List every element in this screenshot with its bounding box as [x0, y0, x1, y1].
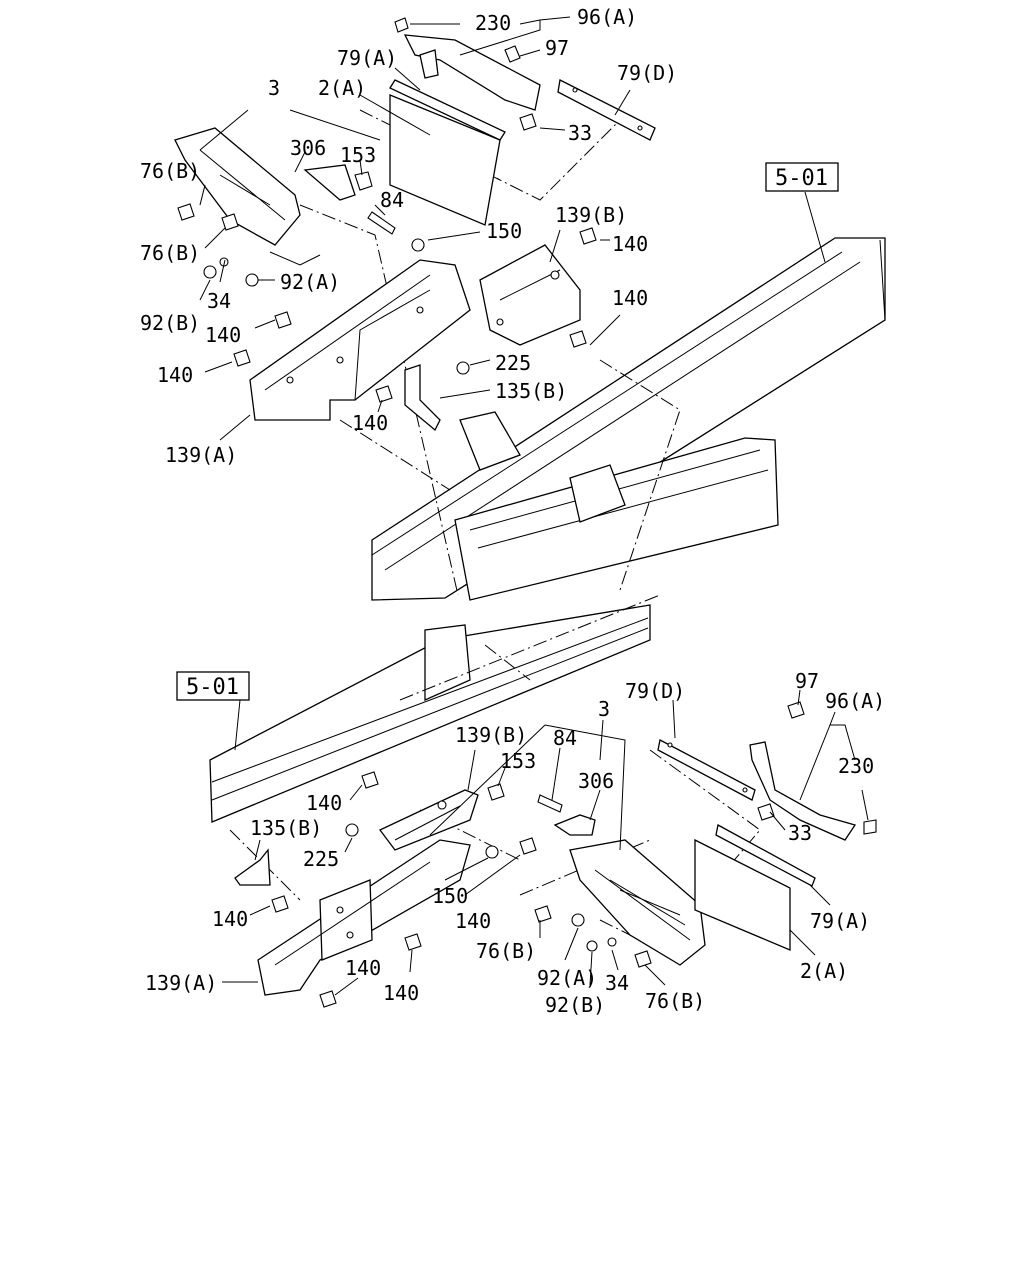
bracket-139a-upper — [249, 259, 471, 421]
bracket-3-upper — [174, 127, 301, 246]
stay-79d-lower — [657, 739, 756, 801]
label-97: 97 — [545, 36, 569, 60]
label-135b: 135(B) — [495, 379, 567, 403]
label-225: 225 — [303, 847, 339, 871]
label-92a: 92(A) — [280, 270, 340, 294]
label-140: 140 — [212, 907, 248, 931]
reference-box-upper: 5-01 — [765, 162, 839, 192]
label-150: 150 — [486, 219, 522, 243]
leaders-upper — [199, 16, 826, 441]
reference-label-lower: 5-01 — [186, 675, 239, 700]
label-140: 140 — [612, 232, 648, 256]
label-140: 140 — [383, 981, 419, 1005]
label-140: 140 — [306, 791, 342, 815]
label-79a: 79(A) — [337, 46, 397, 70]
label-92a: 92(A) — [537, 966, 597, 990]
bracket-135b-upper — [404, 364, 441, 432]
label-33: 33 — [788, 821, 812, 845]
label-153: 153 — [500, 749, 536, 773]
bracket-139a-lower — [257, 839, 471, 996]
label-76b: 76(B) — [476, 939, 536, 963]
label-140: 140 — [455, 909, 491, 933]
labels: 230 96(A) 79(A) 97 2(A) 79(D) 3 33 306 1… — [140, 5, 885, 1017]
label-139b: 139(B) — [555, 203, 627, 227]
label-3: 3 — [268, 76, 280, 100]
bracket-306-upper — [303, 164, 356, 201]
label-139a: 139(A) — [145, 971, 217, 995]
label-92b: 92(B) — [545, 993, 605, 1017]
label-140: 140 — [205, 323, 241, 347]
label-97: 97 — [795, 669, 819, 693]
stay-79d-upper — [557, 79, 656, 141]
mudflap-2a-lower — [694, 838, 791, 951]
bracket-306-lower — [553, 814, 596, 836]
label-84: 84 — [380, 188, 404, 212]
label-135b: 135(B) — [250, 816, 322, 840]
label-76b: 76(B) — [140, 159, 200, 183]
label-140: 140 — [612, 286, 648, 310]
frame-rail-lower — [209, 604, 651, 823]
label-76b: 76(B) — [645, 989, 705, 1013]
frame-rail-middle — [454, 411, 779, 601]
label-306: 306 — [578, 769, 614, 793]
label-150: 150 — [432, 884, 468, 908]
bracket-3-lower — [569, 839, 706, 966]
bracket-96a-upper — [403, 34, 541, 111]
bracket-139b-lower — [379, 789, 479, 851]
label-76b: 76(B) — [140, 241, 200, 265]
label-153: 153 — [340, 143, 376, 167]
label-2a: 2(A) — [800, 959, 848, 983]
label-306: 306 — [290, 136, 326, 160]
label-2a: 2(A) — [318, 76, 366, 100]
label-230: 230 — [475, 11, 511, 35]
label-139b: 139(B) — [455, 723, 527, 747]
label-225: 225 — [495, 351, 531, 375]
label-96a: 96(A) — [825, 689, 885, 713]
bracket-135b-lower — [234, 848, 271, 886]
label-79d: 79(D) — [617, 61, 677, 85]
stay-79a-lower — [715, 824, 816, 887]
label-84: 84 — [553, 726, 577, 750]
reference-box-lower: 5-01 — [176, 671, 250, 701]
label-34: 34 — [605, 971, 629, 995]
stay-79a-upper — [389, 79, 506, 141]
label-140: 140 — [352, 411, 388, 435]
label-79a: 79(A) — [810, 909, 870, 933]
label-92b: 92(B) — [140, 311, 200, 335]
leaders-lower — [222, 689, 869, 996]
fasteners-lower — [271, 701, 877, 1008]
label-33: 33 — [568, 121, 592, 145]
reference-label-upper: 5-01 — [775, 166, 828, 191]
label-3: 3 — [598, 697, 610, 721]
label-140: 140 — [157, 363, 193, 387]
label-140: 140 — [345, 956, 381, 980]
bracket-139b-upper — [479, 244, 581, 346]
fasteners-upper — [177, 17, 597, 403]
label-79d: 79(D) — [625, 679, 685, 703]
label-34: 34 — [207, 289, 231, 313]
label-96a: 96(A) — [577, 5, 637, 29]
label-230: 230 — [838, 754, 874, 778]
bracket-96a-lower — [749, 741, 857, 841]
label-139a: 139(A) — [165, 443, 237, 467]
